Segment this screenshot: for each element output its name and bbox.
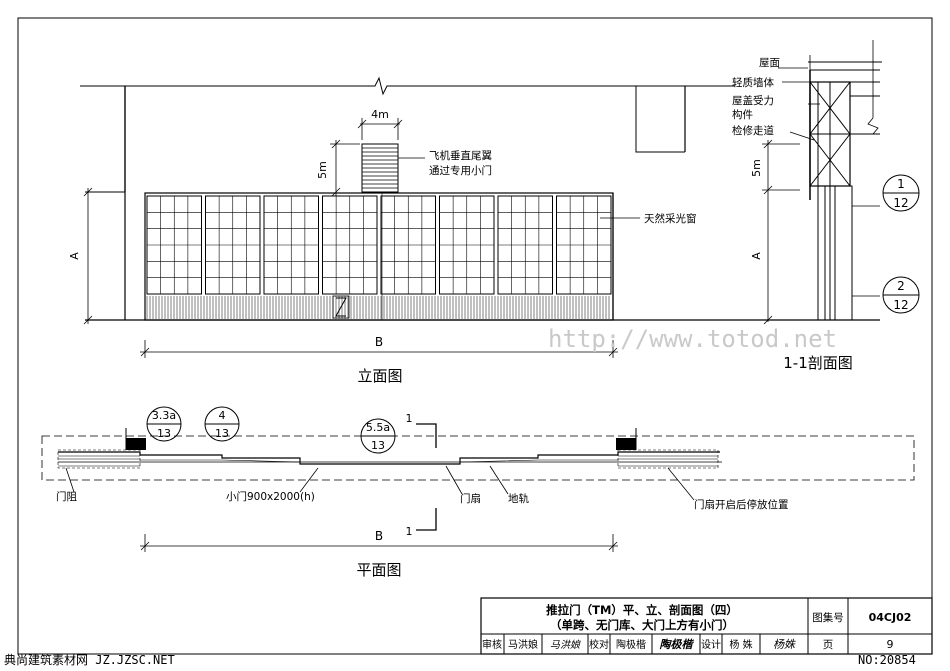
label-small-door: 小门900x2000(h) [226, 490, 315, 503]
dim-a: A [68, 252, 81, 260]
dim-5m: 5m [316, 161, 329, 179]
label-skylight: 天然采光窗 [644, 212, 697, 225]
section-label-light-wall: 轻质墙体 [732, 76, 774, 89]
label-fin-door-2: 通过专用小门 [429, 164, 492, 177]
label-door-leaf: 门扇 [460, 492, 481, 505]
plan-callout-1-page: 13 [157, 427, 171, 440]
plan-dim-b: B [375, 529, 383, 543]
page-label: 页 [823, 639, 834, 651]
plan-callout-2-num: 4 [219, 409, 226, 422]
door-bottom-panel [146, 296, 610, 319]
dim-b: B [375, 335, 383, 349]
sheet-border [17, 17, 933, 655]
section-view [762, 40, 920, 325]
role-designer: 设计 [701, 638, 721, 651]
title-line-2: （单跨、无门库、大门上方有小门） [550, 618, 734, 632]
elevation-title: 立面图 [357, 367, 402, 385]
section-title: 1-1剖面图 [783, 354, 853, 372]
name-designer: 杨 姝 [729, 638, 752, 651]
plan-view [41, 406, 915, 552]
cut-mark-top: 1 [406, 412, 413, 425]
plan-title: 平面图 [356, 561, 401, 579]
plan-callout-1-num: 3.3a [152, 409, 176, 422]
small-door-outline [332, 295, 350, 319]
name-checker: 陶极楷 [616, 638, 646, 651]
callout-1-num: 1 [897, 177, 905, 191]
callout-2-page: 12 [893, 298, 908, 312]
label-fin-door-1: 飞机垂直尾翼 [429, 149, 492, 162]
elevation-view [80, 76, 880, 321]
watermark: http://www.totod.net [548, 325, 837, 353]
section-label-roof-member-2: 构件 [732, 108, 753, 121]
sign-checker: 陶极楷 [660, 638, 695, 651]
plan-callout-2-page: 13 [215, 427, 229, 440]
title-block [480, 597, 933, 655]
page-number: 9 [887, 638, 894, 651]
role-reviewer: 审核 [482, 638, 502, 651]
title-line-1: 推拉门（TM）平、立、剖面图（四） [546, 603, 738, 617]
atlas-label: 图集号 [812, 611, 844, 624]
section-label-roof: 屋面 [759, 57, 780, 69]
plan-callout-3-num: 5.5a [366, 421, 390, 434]
callout-1-page: 12 [893, 196, 908, 210]
footer-source: 典尚建筑素材网 JZ.JZSC.NET [4, 652, 175, 667]
section-dim-a: A [750, 252, 763, 260]
section-dim-5m: 5m [750, 159, 763, 177]
name-reviewer: 马洪娘 [508, 638, 538, 651]
atlas-number: 04CJ02 [869, 611, 912, 624]
cut-mark-bottom: 1 [406, 525, 413, 538]
elevation-dimensions [83, 118, 640, 358]
section-label-roof-member-1: 屋盖受力 [732, 94, 774, 107]
door-stop-right [616, 438, 636, 450]
dim-4m: 4m [371, 108, 389, 121]
small-door-mark [335, 297, 347, 317]
plan-callout-3-page: 13 [371, 439, 385, 452]
section-label-walkway: 检修走道 [732, 124, 774, 137]
sign-reviewer: 马洪娘 [550, 639, 581, 651]
callout-2-num: 2 [897, 279, 905, 293]
label-rail: 地轨 [508, 492, 529, 505]
door-stop-left [126, 438, 146, 450]
label-stack-position: 门扇开启后停放位置 [694, 498, 789, 511]
footer-number: NO:20854 [858, 653, 916, 667]
sign-designer: 杨姝 [773, 638, 796, 651]
fin-door-hatch [362, 147, 398, 189]
role-checker: 校对 [589, 638, 609, 651]
label-door-stop: 门阻 [56, 490, 77, 503]
skylight-window-grid [146, 193, 612, 320]
